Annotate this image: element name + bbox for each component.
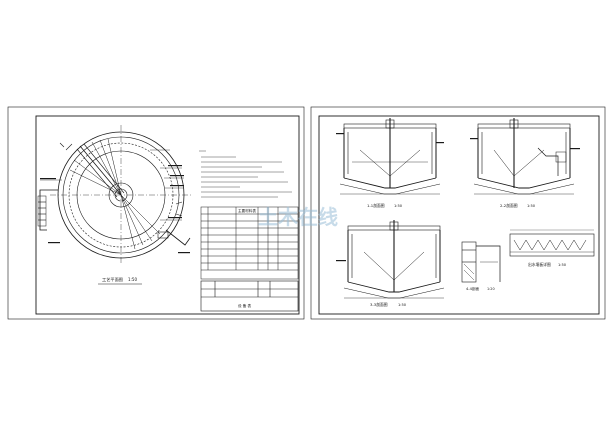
notes-block	[199, 150, 292, 198]
view-scale-2-2: 1:50	[527, 204, 536, 208]
section-4-4	[461, 241, 501, 283]
section-2-2	[470, 118, 580, 195]
watermark-logo: 土木在线	[258, 205, 338, 229]
sheet-2	[310, 106, 606, 320]
view-scale-weir: 1:50	[558, 263, 567, 267]
sheet-1-border	[7, 106, 305, 320]
sheet-2-border	[310, 106, 606, 320]
title-block	[200, 280, 299, 312]
plan-title: 工艺平面图	[102, 277, 123, 283]
section-3-3	[336, 220, 445, 299]
view-title-weir: 出水堰板详图	[528, 262, 551, 267]
table-footer: 设 备 表	[238, 303, 251, 308]
view-title-1-1: 1-1剖面图	[367, 203, 385, 208]
material-table	[200, 206, 299, 280]
view-title-2-2: 2-2剖面图	[500, 203, 518, 208]
view-title-4-4: 4-4剖面	[466, 286, 479, 291]
section-1-1	[336, 118, 444, 195]
table-header: 主要材料表	[238, 208, 256, 213]
sheet-1-frame	[35, 115, 300, 315]
sheet-2-frame	[318, 115, 600, 315]
view-scale-4-4: 1:20	[487, 287, 495, 291]
view-title-3-3: 3-3剖面图	[370, 302, 388, 307]
plan-scale: 1:50	[128, 277, 137, 282]
plan-view	[37, 125, 192, 285]
view-scale-1-1: 1:50	[394, 204, 403, 208]
sheet-1	[7, 106, 305, 320]
view-scale-3-3: 1:50	[398, 303, 407, 307]
weir-detail	[509, 229, 595, 257]
